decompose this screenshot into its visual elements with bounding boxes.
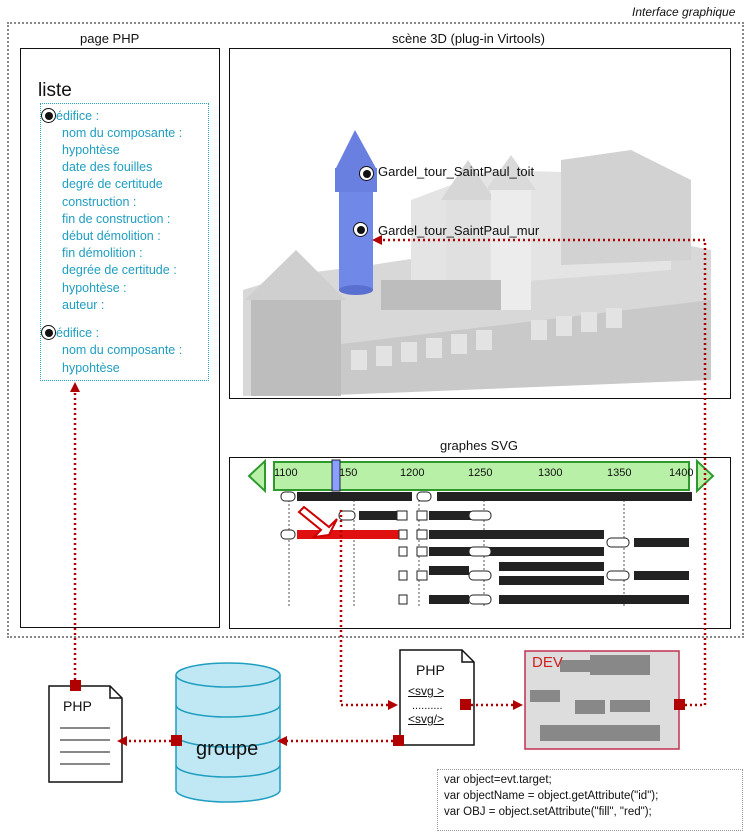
list-item: édifice : [56,109,100,123]
list-item: nom du composante : [62,126,183,140]
label-toit: Gardel_tour_SaintPaul_toit [378,164,535,179]
toit-marker-icon[interactable] [359,166,374,181]
code-line: var OBJ = object.setAttribute("fill", "r… [444,806,652,818]
svg-dots: .......... [412,700,443,712]
tick-label: 1350 [607,467,632,479]
php-doc-mid-label: PHP [416,662,445,678]
scene-panel-title: scène 3D (plug-in Virtools) [392,31,545,46]
radio-icon[interactable] [41,108,56,123]
tick-label: 150 [339,467,358,479]
list-item: degré de certitude [62,177,163,191]
list-item: hypohtèse [62,361,120,375]
list-box [40,103,209,381]
tick-label: 1250 [468,467,493,479]
svg-close-tag: <svg/> [408,712,445,726]
tick-label: 1300 [538,467,563,479]
label-mur: Gardel_tour_SaintPaul_mur [378,223,540,238]
svg-panel-title: graphes SVG [440,438,519,453]
db-label: groupe [196,738,259,760]
svg-open-tag: <svg > [408,684,445,698]
list-item: édifice : [56,326,100,340]
list-item: nom du composante : [62,343,183,357]
radio-icon[interactable] [41,325,56,340]
list-item: degrée de certitude : [62,263,177,277]
list-item: construction : [62,195,137,209]
list-title: liste [38,80,72,101]
list-item: fin démolition : [62,246,143,260]
tick-label: 1400 [669,467,694,479]
php-doc-left-label: PHP [63,698,92,714]
code-line: var objectName = object.getAttribute("id… [444,790,659,802]
interface-label: Interface graphique [632,5,736,19]
code-line: var object=evt.target; [444,774,552,786]
tick-label: 1100 [274,467,298,479]
dev-label: DEV [532,654,563,671]
list-item: fin de construction : [62,212,171,226]
tick-label: 1200 [400,467,425,479]
list-item: date des fouilles [62,160,153,174]
php-panel-title: page PHP [80,31,140,46]
code-box: var object=evt.target; var objectName = … [437,769,743,831]
list-item: hypohtèse : [62,281,127,295]
list-item: auteur : [62,298,105,312]
mur-marker-icon[interactable] [353,222,368,237]
list-item: hypohtèse [62,143,120,157]
interface-frame [7,22,744,638]
list-item: début démolition : [62,229,161,243]
castle-render [243,130,711,396]
